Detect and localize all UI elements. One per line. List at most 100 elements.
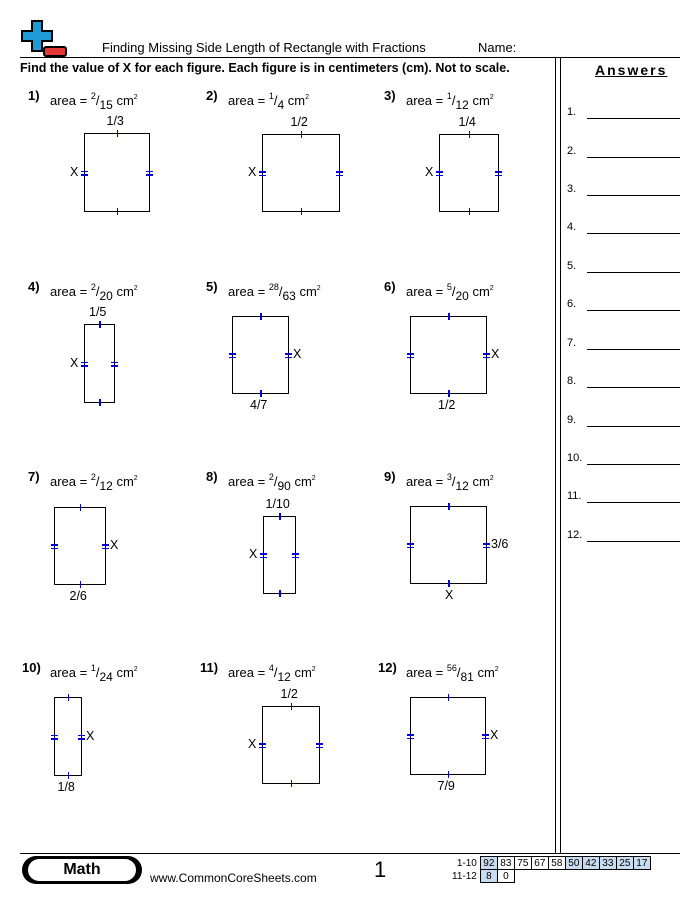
area-denominator: 15 — [99, 98, 113, 112]
area-prefix: area = — [50, 284, 91, 299]
answer-line[interactable] — [587, 233, 680, 234]
problem-number: 6) — [384, 279, 396, 294]
tick-mark — [336, 174, 343, 176]
answer-line[interactable] — [587, 157, 680, 158]
rectangle — [54, 697, 82, 776]
answer-line[interactable] — [587, 387, 680, 388]
area-unit: cm — [284, 93, 306, 108]
answer-line[interactable] — [587, 349, 680, 350]
area-denominator: 81 — [460, 670, 474, 684]
answer-line[interactable] — [587, 464, 680, 465]
answer-line[interactable] — [587, 310, 680, 311]
side-label-right: X — [490, 728, 499, 742]
tick-mark — [260, 553, 267, 555]
problem-number: 10) — [22, 660, 41, 675]
answer-slot-11[interactable]: 11. — [567, 490, 680, 503]
area-expression: area = 5/20 cm2 — [406, 282, 494, 303]
tick-mark — [279, 513, 281, 520]
unit-exponent: 2 — [489, 94, 494, 101]
fraction-slash: / — [278, 284, 283, 299]
area-prefix: area = — [228, 93, 269, 108]
tick-mark — [67, 694, 69, 701]
answer-slot-2[interactable]: 2. — [567, 145, 680, 158]
tick-mark — [482, 734, 489, 736]
rectangle — [84, 324, 115, 403]
area-prefix: area = — [50, 93, 91, 108]
answer-slot-9[interactable]: 9. — [567, 414, 680, 427]
answer-slot-12[interactable]: 12. — [567, 529, 680, 542]
area-numerator: 1 — [446, 91, 452, 101]
area-denominator: 20 — [99, 289, 113, 303]
area-denominator: 63 — [282, 289, 296, 303]
area-unit: cm — [290, 665, 312, 680]
side-label-left: X — [248, 737, 257, 751]
tick-mark — [81, 174, 88, 176]
tick-mark — [495, 174, 502, 176]
score-cell: 67 — [530, 856, 549, 870]
answer-slot-1[interactable]: 1. — [567, 106, 680, 119]
side-label-bottom: 1/8 — [57, 780, 75, 794]
area-numerator: 28 — [268, 282, 279, 292]
side-label-top: 1/2 — [290, 115, 308, 129]
tick-mark — [447, 771, 449, 778]
area-unit: cm — [468, 474, 490, 489]
area-denominator: 4 — [277, 98, 285, 112]
area-unit: cm — [112, 93, 134, 108]
tick-mark — [99, 399, 101, 406]
tick-mark — [81, 170, 88, 172]
area-expression: area = 4/12 cm2 — [228, 663, 316, 684]
answer-slot-10[interactable]: 10. — [567, 452, 680, 465]
side-label-top: 1/3 — [106, 114, 124, 128]
tick-mark — [81, 365, 88, 367]
answer-slot-5[interactable]: 5. — [567, 260, 680, 273]
answer-line[interactable] — [587, 118, 680, 119]
area-unit: cm — [290, 474, 312, 489]
problem-number: 7) — [28, 469, 40, 484]
fraction-slash: / — [456, 665, 461, 680]
rectangle — [410, 316, 487, 394]
tick-mark — [407, 543, 414, 545]
tick-mark — [290, 780, 292, 787]
rectangle — [410, 506, 487, 584]
area-unit: cm — [112, 284, 134, 299]
tick-mark — [482, 737, 489, 739]
tick-mark — [336, 171, 343, 173]
answer-line[interactable] — [587, 502, 680, 503]
tick-mark — [447, 694, 449, 701]
answer-slot-3[interactable]: 3. — [567, 183, 680, 196]
page-number: 1 — [374, 857, 387, 882]
answer-slot-6[interactable]: 6. — [567, 298, 680, 311]
page-title: Finding Missing Side Length of Rectangle… — [102, 40, 426, 55]
area-numerator: 2 — [90, 91, 96, 101]
tick-mark — [407, 546, 414, 548]
tick-mark — [407, 734, 414, 736]
answer-slot-4[interactable]: 4. — [567, 221, 680, 234]
tick-mark — [78, 734, 85, 736]
fraction-slash: / — [451, 284, 456, 299]
side-label-right: X — [491, 347, 500, 361]
answer-slot-8[interactable]: 8. — [567, 375, 680, 388]
area-prefix: area = — [228, 284, 269, 299]
unit-exponent: 2 — [305, 94, 310, 101]
rectangle — [232, 316, 289, 394]
side-label-bottom: 1/2 — [438, 398, 456, 412]
answer-line[interactable] — [587, 426, 680, 427]
side-label-top: 1/5 — [89, 305, 107, 319]
tick-mark — [102, 544, 109, 546]
side-label-right: 3/6 — [491, 537, 509, 551]
answer-slot-7[interactable]: 7. — [567, 337, 680, 350]
rectangle — [262, 134, 340, 212]
answer-line[interactable] — [587, 195, 680, 196]
area-unit: cm — [473, 665, 495, 680]
unit-exponent: 2 — [133, 285, 138, 292]
answer-number: 4. — [567, 221, 577, 233]
area-numerator: 2 — [90, 282, 96, 292]
answer-line[interactable] — [587, 272, 680, 273]
answer-line[interactable] — [587, 541, 680, 542]
area-denominator: 24 — [99, 670, 113, 684]
problem-number: 11) — [200, 660, 219, 675]
rectangle — [263, 516, 296, 594]
answer-number: 6. — [567, 298, 577, 310]
score-cell: 83 — [496, 856, 515, 870]
